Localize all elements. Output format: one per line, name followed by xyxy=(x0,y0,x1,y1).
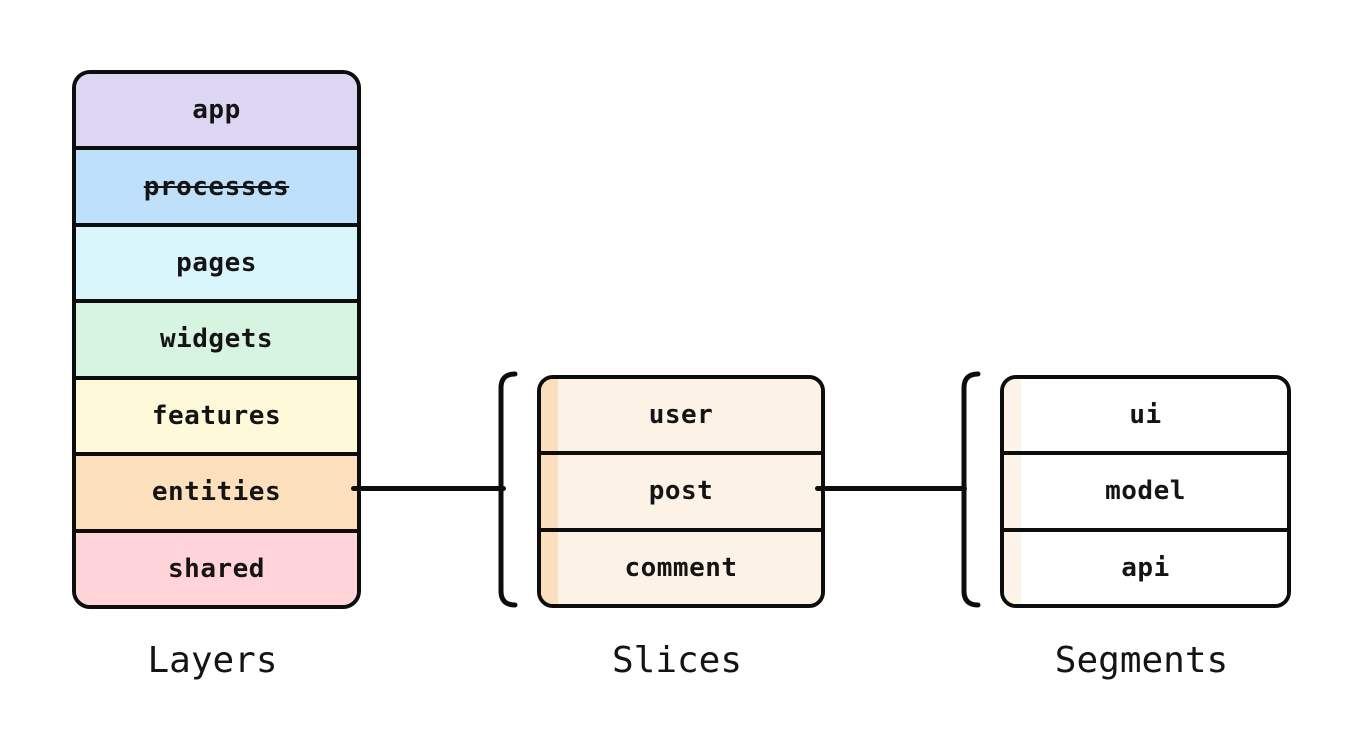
layer-row-shared: shared xyxy=(76,528,357,605)
left-bracket-icon xyxy=(961,371,981,608)
layers-caption: Layers xyxy=(147,640,278,681)
connector-slices-to-segments xyxy=(815,486,967,491)
slice-accent-strip xyxy=(541,455,558,528)
layers-stack: app processes pages widgets features ent… xyxy=(72,70,361,609)
segments-box: ui model api xyxy=(1000,375,1291,608)
segment-label-api: api xyxy=(1121,552,1170,583)
slice-accent-strip xyxy=(541,379,558,452)
slice-accent-strip xyxy=(541,531,558,604)
layer-row-pages: pages xyxy=(76,222,357,300)
slices-caption: Slices xyxy=(611,640,743,681)
layer-label-app: app xyxy=(192,95,241,126)
layer-row-entities: entities xyxy=(76,452,357,529)
layer-row-processes: processes xyxy=(76,146,357,223)
left-bracket-icon xyxy=(498,371,518,608)
layer-label-features: features xyxy=(151,400,282,431)
segment-label-ui: ui xyxy=(1129,400,1162,431)
segment-accent-strip xyxy=(1004,531,1021,604)
segment-label-model: model xyxy=(1105,476,1186,507)
segment-row-api: api xyxy=(1004,527,1287,604)
connector-layers-to-slices xyxy=(351,486,506,491)
layer-row-widgets: widgets xyxy=(76,299,357,376)
slice-row-post: post xyxy=(541,451,821,528)
segments-caption: Segments xyxy=(1054,640,1229,681)
layer-row-features: features xyxy=(76,375,357,453)
slice-row-comment: comment xyxy=(541,527,821,604)
layer-label-shared: shared xyxy=(168,553,265,584)
segment-row-model: model xyxy=(1004,451,1287,528)
segment-row-ui: ui xyxy=(1004,379,1287,452)
slice-row-user: user xyxy=(541,379,821,452)
slices-box: user post comment xyxy=(537,375,825,608)
layer-label-processes: processes xyxy=(143,171,290,202)
slice-label-user: user xyxy=(648,400,714,431)
slice-label-comment: comment xyxy=(624,552,738,583)
layer-row-app: app xyxy=(76,74,357,147)
slice-label-post: post xyxy=(648,476,714,507)
segment-accent-strip xyxy=(1004,455,1021,528)
layer-label-widgets: widgets xyxy=(159,324,274,355)
layer-label-entities: entities xyxy=(151,477,282,508)
segment-accent-strip xyxy=(1004,379,1021,452)
layer-label-pages: pages xyxy=(176,248,257,279)
